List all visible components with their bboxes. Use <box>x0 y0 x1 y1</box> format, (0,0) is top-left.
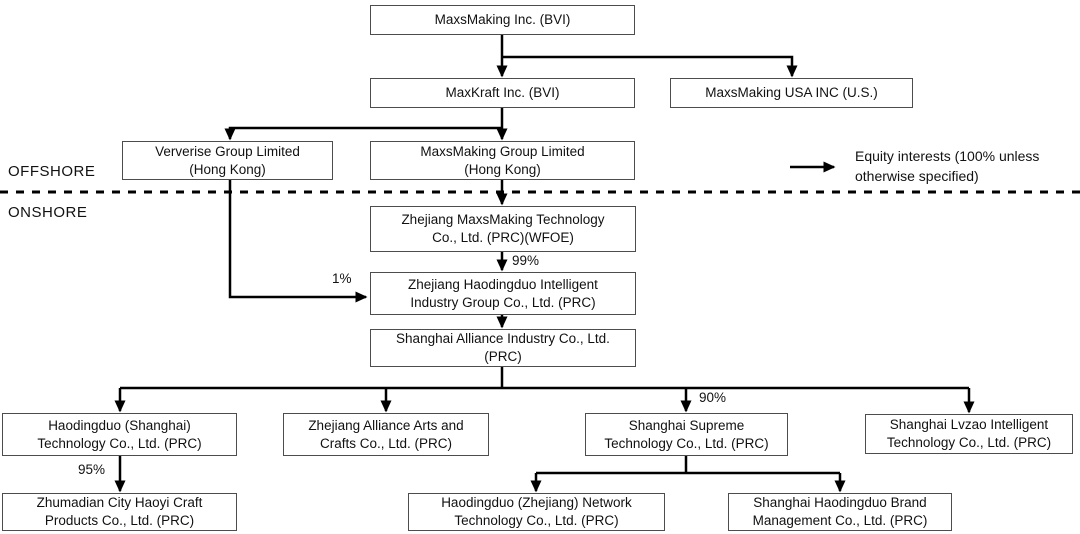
node-shanghai-supreme: Shanghai Supreme Technology Co., Ltd. (P… <box>585 413 788 456</box>
node-zhumadian-haoyi: Zhumadian City Haoyi Craft Products Co.,… <box>2 493 237 531</box>
edge-supreme-trunk <box>536 456 840 475</box>
equity-label-95: 95% <box>78 462 106 477</box>
edge-maxkraft-to-ververise <box>224 126 502 141</box>
equity-label-99: 99% <box>512 253 540 268</box>
edge-inc-to-usa <box>502 55 798 78</box>
node-haodingduo-zhejiang-network: Haodingduo (Zhejiang) Network Technology… <box>408 493 665 531</box>
node-maxkraft: MaxKraft Inc. (BVI) <box>370 78 635 108</box>
node-shanghai-lvzao: Shanghai Lvzao Intelligent Technology Co… <box>865 414 1073 454</box>
legend-text: Equity interests (100% unless otherwise … <box>855 148 1040 185</box>
node-zhejiang-alliance-arts: Zhejiang Alliance Arts and Crafts Co., L… <box>283 413 489 456</box>
node-maxsmaking-usa: MaxsMaking USA INC (U.S.) <box>670 78 913 108</box>
node-zhejiang-maxsmaking-tech: Zhejiang MaxsMaking Technology Co., Ltd.… <box>370 206 636 252</box>
onshore-label: ONSHORE <box>8 204 88 221</box>
equity-label-1: 1% <box>332 271 352 286</box>
offshore-label: OFFSHORE <box>8 163 96 180</box>
equity-label-90: 90% <box>699 390 727 405</box>
node-ververise: Ververise Group Limited (Hong Kong) <box>122 141 333 180</box>
node-haodingduo-shanghai: Haodingduo (Shanghai) Technology Co., Lt… <box>2 413 237 456</box>
node-shanghai-haodingduo-brand: Shanghai Haodingduo Brand Management Co.… <box>728 493 952 531</box>
edge-alliance-trunk <box>120 367 969 390</box>
node-maxsmaking-group: MaxsMaking Group Limited (Hong Kong) <box>370 141 635 180</box>
node-shanghai-alliance: Shanghai Alliance Industry Co., Ltd. (PR… <box>370 329 636 367</box>
node-zhejiang-haodingduo-group: Zhejiang Haodingduo Intelligent Industry… <box>370 272 636 315</box>
node-maxsmaking-inc: MaxsMaking Inc. (BVI) <box>370 5 635 35</box>
